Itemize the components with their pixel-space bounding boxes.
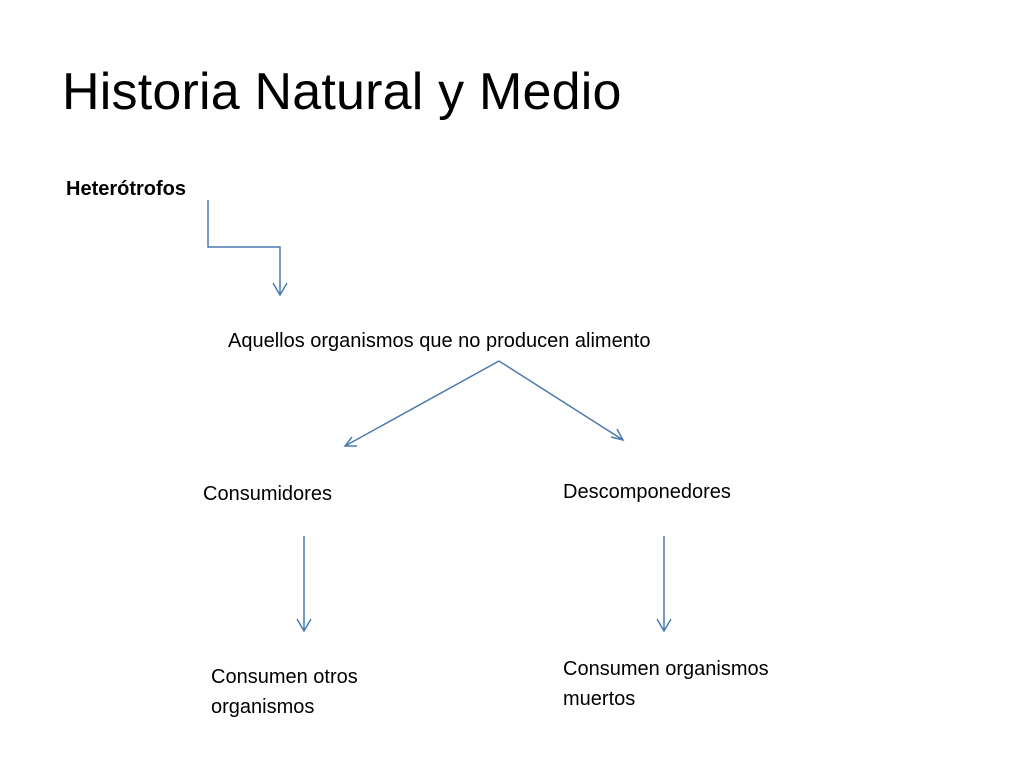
arrow-to-consumidores-icon [343,360,500,447]
descomponedores-desc-line2: muertos [563,688,636,710]
node-consumidores-desc: Consumen otros organismos [211,662,358,722]
arrow-down-descomponedores-icon [656,536,672,633]
elbow-arrow-icon [207,200,288,297]
node-heterotrofos: Heterótrofos [66,178,187,200]
arrow-to-descomponedores-icon [498,360,625,442]
descomponedores-desc-line1: Consumen organismos [563,658,769,680]
node-descomponedores-desc: Consumen organismos muertos [563,654,769,714]
consumidores-desc-line2: organismos [211,696,315,718]
node-definition: Aquellos organismos que no producen alim… [228,330,651,352]
slide-title: Historia Natural y Medio [62,63,622,121]
arrow-down-consumidores-icon [296,536,312,633]
consumidores-desc-line1: Consumen otros [211,666,358,688]
node-descomponedores: Descomponedores [563,481,731,503]
node-consumidores: Consumidores [203,483,332,505]
